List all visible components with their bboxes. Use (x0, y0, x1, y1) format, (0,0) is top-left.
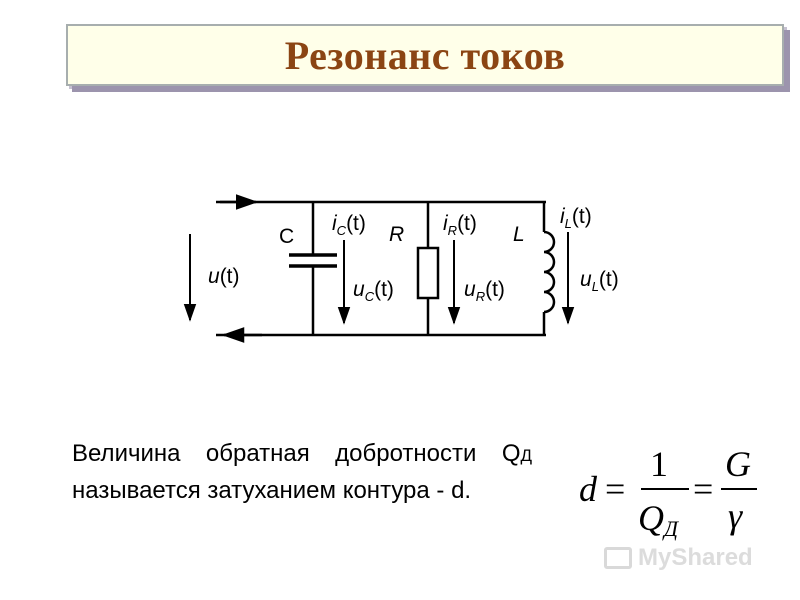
formula-lhs: d (579, 469, 598, 509)
capacitor-current-label: iC(t) (332, 212, 366, 238)
inductor-coil (543, 230, 556, 314)
inductor-voltage-label: uL(t) (580, 268, 619, 294)
presentation-icon (604, 547, 632, 569)
formula-denominator-2: γ (728, 496, 743, 536)
formula-eq-1: = (605, 469, 625, 509)
damping-formula: d = 1 QД = G γ (575, 438, 775, 548)
capacitor-label: C (279, 225, 294, 248)
inductor-current-label: iL(t) (560, 205, 592, 231)
source-voltage-label: u(t) (208, 265, 240, 288)
watermark-text: MyShared (638, 544, 753, 571)
q-subscript: Д (520, 446, 532, 465)
watermark: MyShared (604, 540, 774, 576)
resistor-current-label: iR(t) (443, 212, 477, 238)
resistor (416, 246, 440, 300)
definition-part-2: называется затуханием контура - d. (72, 477, 472, 504)
inductor-label: L (513, 223, 525, 246)
resistor-label: R (389, 223, 404, 246)
title-banner: Резонанс токов (66, 24, 784, 86)
formula-eq-2: = (693, 469, 713, 509)
formula-numerator-2: G (725, 444, 751, 484)
definition-part-1: Величина обратная добротности Q (72, 440, 521, 467)
formula-denominator-1: QД (638, 498, 679, 541)
formula-numerator-1: 1 (650, 444, 668, 484)
capacitor-voltage-label: uC(t) (353, 278, 394, 304)
resistor-voltage-label: uR(t) (464, 278, 505, 304)
definition-text: Величина обратная добротности QД называе… (72, 436, 532, 508)
page-title: Резонанс токов (284, 32, 566, 78)
